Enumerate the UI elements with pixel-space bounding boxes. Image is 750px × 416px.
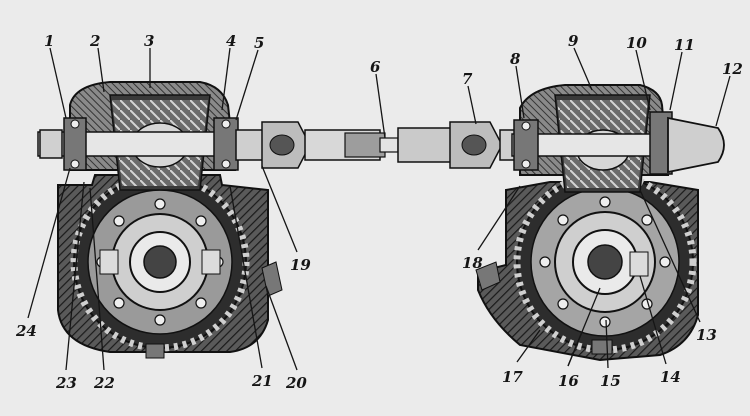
callout-24: 24: [15, 322, 37, 340]
shaft-spline: [344, 132, 386, 158]
right-breather: [475, 261, 501, 291]
callout-19: 19: [290, 256, 311, 274]
callout-23: 23: [55, 374, 77, 392]
callout-1: 1: [44, 32, 54, 50]
shaft-neck: [379, 137, 399, 153]
sliding-sleeve: [397, 127, 454, 163]
propeller-shaft: [235, 121, 531, 169]
callout-3: 3: [144, 32, 154, 50]
callout-7: 7: [462, 70, 473, 88]
callout-6: 6: [370, 58, 381, 76]
callout-18: 18: [462, 254, 483, 272]
right-drain-plug: [591, 339, 613, 355]
left-pinion-block: [99, 249, 119, 275]
right-gearbox: [475, 84, 725, 362]
left-gearbox: [37, 81, 283, 359]
right-end-cap: [667, 116, 725, 174]
left-pinion-block-2: [201, 249, 221, 275]
leader-lines: [27, 47, 731, 371]
callout-22: 22: [93, 374, 115, 392]
callout-13: 13: [696, 326, 717, 344]
right-joint-cross: [461, 134, 487, 156]
left-bearing-outer: [63, 117, 87, 171]
right-splined-bore: [587, 244, 623, 280]
callout-15: 15: [600, 372, 621, 390]
left-drain-plug: [145, 343, 165, 359]
callout-11: 11: [674, 36, 695, 54]
callout-14: 14: [660, 368, 681, 386]
callout-12: 12: [722, 60, 743, 78]
right-pinion-block: [629, 251, 649, 277]
callout-21: 21: [251, 372, 273, 390]
callout-20: 20: [285, 374, 307, 392]
callout-2: 2: [89, 32, 100, 50]
left-joint-cross: [269, 134, 295, 156]
callout-17: 17: [502, 368, 523, 386]
callout-4: 4: [226, 32, 236, 50]
left-shaft-nut: [39, 129, 63, 159]
callout-10: 10: [626, 34, 647, 52]
left-splined-bore: [143, 245, 177, 279]
callout-labels: 1 2 3 4 5 6 7 8 9 10 11 12 13 14 15 16 1…: [15, 32, 743, 392]
callout-8: 8: [510, 50, 521, 68]
right-bearing-inner: [513, 119, 539, 171]
callout-9: 9: [568, 32, 579, 50]
callout-16: 16: [558, 372, 579, 390]
right-bolts: [539, 196, 671, 328]
callout-5: 5: [254, 34, 264, 52]
left-ring-gear-teeth: [70, 172, 250, 352]
